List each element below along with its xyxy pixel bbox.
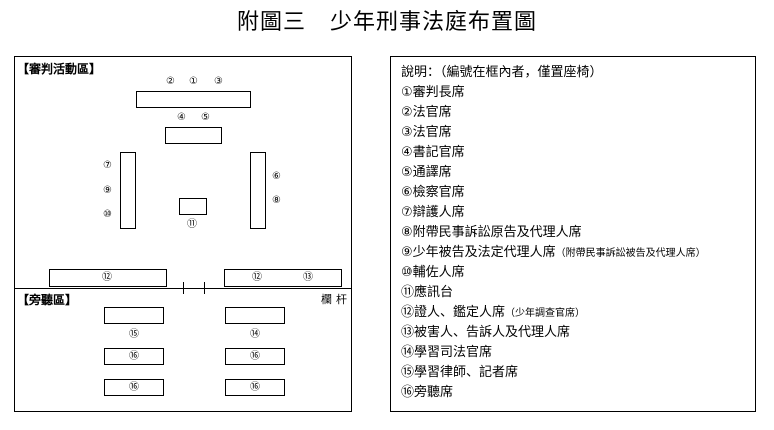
- judges-bench: [136, 91, 251, 108]
- legend-item: ②法官席: [401, 105, 452, 120]
- railing-label: 欄杆: [321, 293, 351, 306]
- seat-label-10: ⑩: [103, 209, 112, 220]
- seat-label-16b: ⑯: [250, 351, 260, 362]
- legend-item: ⑫證人、鑑定人席（少年調查官席）: [401, 305, 586, 320]
- witness-victim-bench: ⑫ ⑬: [224, 269, 342, 287]
- witness-stand: [179, 198, 207, 215]
- gallery-bench-c: ⑯: [104, 379, 164, 396]
- gallery-bench-b: ⑯: [225, 348, 285, 365]
- judicial-trainee-bench: [225, 307, 285, 324]
- gallery-bench-a: ⑯: [104, 348, 164, 365]
- railing-gate-left: [183, 282, 184, 294]
- gallery-section-label: 【旁聽區】: [17, 293, 78, 307]
- seat-label-8: ⑧: [272, 195, 281, 206]
- title-part1: 附圖三: [236, 10, 306, 35]
- legend-item: ⑨少年被告及法定代理人席（附帶民事訴訟被告及代理人席）: [401, 245, 706, 260]
- legend-item: ⑩輔佐人席: [401, 265, 465, 280]
- courtroom-layout: 【審判活動區】 ② ① ③ ④ ⑤ ⑦ ⑨ ⑩ ⑥ ⑧ ⑪ ⑫ ⑫ ⑬ 欄杆 【…: [14, 56, 352, 412]
- title-part2: 少年刑事法庭布置圖: [330, 10, 538, 35]
- page-title: 附圖三少年刑事法庭布置圖: [0, 4, 774, 36]
- legend-panel: 說明：（編號在框內者，僅置座椅） ①審判長席 ②法官席 ③法官席 ④書記官席 ⑤…: [390, 56, 756, 412]
- seat-label-13: ⑬: [303, 272, 313, 283]
- seat-label-12-right: ⑫: [252, 272, 262, 283]
- legend-item: ⑭學習司法官席: [401, 345, 493, 360]
- seat-label-16c: ⑯: [129, 382, 139, 393]
- seat-label-3: ③: [214, 76, 223, 87]
- witness-bench-left: ⑫: [49, 269, 167, 287]
- legend-item: ⑥檢察官席: [401, 185, 465, 200]
- legend-item: ⑪應訊台: [401, 285, 454, 300]
- railing-gate-right: [204, 282, 205, 294]
- legend-item: ⑤通譯席: [401, 165, 452, 180]
- legend-item: ⑯旁聽席: [401, 385, 454, 400]
- legend-header: 說明：（編號在框內者，僅置座椅）: [401, 65, 603, 80]
- seat-label-16a: ⑯: [129, 351, 139, 362]
- press-bench: [104, 307, 164, 324]
- seat-label-11: ⑪: [187, 219, 197, 230]
- seat-label-6: ⑥: [272, 171, 281, 182]
- legend-item-note: （少年調查官席）: [505, 308, 586, 319]
- legend-item-note: （附帶民事訴訟被告及代理人席）: [555, 248, 706, 259]
- legend-item: ⑬被害人、告訴人及代理人席: [401, 325, 571, 340]
- seat-label-9: ⑨: [103, 185, 112, 196]
- seat-label-15: ⑮: [129, 329, 139, 340]
- seat-label-7: ⑦: [103, 160, 112, 171]
- seat-label-16d: ⑯: [250, 382, 260, 393]
- seat-label-4: ④: [177, 112, 186, 123]
- trial-section-label: 【審判活動區】: [17, 62, 102, 76]
- seat-label-5: ⑤: [201, 112, 210, 123]
- seat-label-1: ①: [189, 76, 198, 87]
- legend-item: ①審判長席: [401, 85, 465, 100]
- seat-label-2: ②: [166, 76, 175, 87]
- legend-item: ⑧附帶民事訴訟原告及代理人席: [401, 225, 582, 240]
- defense-table: [120, 152, 136, 229]
- legend-item: ⑦辯護人席: [401, 205, 465, 220]
- clerk-desk: [165, 127, 222, 144]
- seat-label-12-left: ⑫: [102, 272, 112, 283]
- gallery-bench-d: ⑯: [225, 379, 285, 396]
- legend-item: ④書記官席: [401, 145, 465, 160]
- seat-label-14: ⑭: [250, 329, 260, 340]
- legend-item: ③法官席: [401, 125, 452, 140]
- prosecution-table: [250, 152, 266, 229]
- legend-item: ⑮學習律師、記者席: [401, 365, 519, 380]
